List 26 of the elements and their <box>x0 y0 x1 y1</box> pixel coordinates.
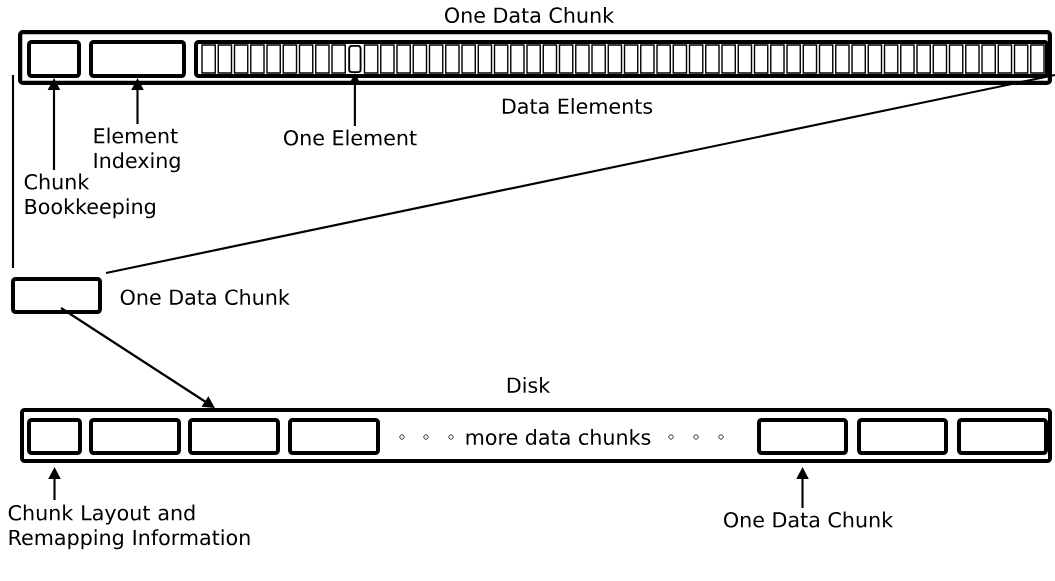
chunk-box <box>188 418 280 455</box>
filler-text: more data chunks <box>466 429 651 445</box>
annotation-text: Chunk Layout and Remapping Information <box>8 504 250 550</box>
arrow <box>60 307 215 408</box>
caption-text: One Data Chunk <box>120 289 290 305</box>
section-box <box>27 40 81 78</box>
section-box <box>194 40 1049 78</box>
section-box <box>89 40 186 78</box>
annotation-text: Element Indexing <box>94 127 180 173</box>
annotation-text: One Data Chunk <box>724 511 894 528</box>
element-cell <box>348 45 362 73</box>
zoom-line <box>105 73 1055 275</box>
chunk-box <box>857 418 948 455</box>
chunk-box: One Data Chunk <box>18 7 1053 85</box>
node-label: Disk <box>507 377 551 393</box>
chunk-box <box>89 418 181 455</box>
node-label: One Data Chunk <box>445 7 615 23</box>
annotation-text: One Element <box>284 129 417 146</box>
caption-text: Data Elements <box>502 98 653 114</box>
zoom-line <box>11 75 15 268</box>
chunk-box <box>757 418 848 455</box>
chunk-box <box>11 277 102 314</box>
chunk-box <box>957 418 1048 455</box>
chunk-box <box>27 418 82 455</box>
annotation-text: Chunk Bookkeeping <box>24 173 155 219</box>
chunk-box <box>288 418 380 455</box>
